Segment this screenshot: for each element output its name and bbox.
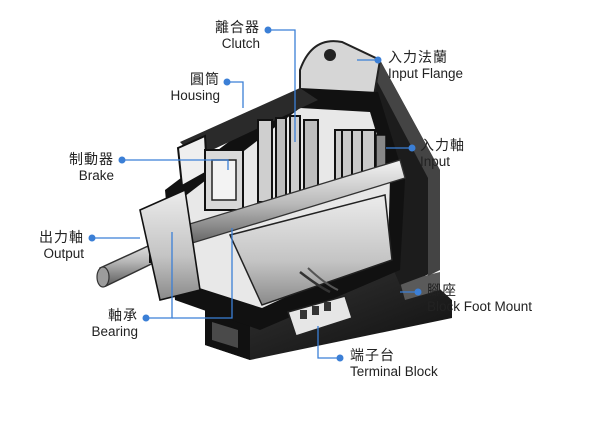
leader-housing (227, 81, 244, 108)
label-input-flange-zh: 入力法蘭 (388, 50, 448, 66)
leader-dot-terminal-block (336, 354, 344, 362)
label-output-zh: 出力軸 (39, 230, 84, 246)
leader-dot-bearing (142, 314, 150, 322)
label-terminal-block-en: Terminal Block (350, 364, 438, 380)
label-brake-en: Brake (78, 168, 114, 184)
callout-input: 入力軸 Input (420, 138, 465, 170)
callout-block-foot-mount: 腳座 Block Foot Mount (427, 283, 532, 315)
leader-clutch (268, 29, 296, 142)
label-terminal-block-zh: 端子台 (350, 348, 395, 364)
leader-dot-brake (118, 156, 126, 164)
label-input-en: Input (420, 154, 451, 170)
label-brake-zh: 制動器 (69, 152, 114, 168)
leader-dot-block-foot-mount (414, 288, 422, 296)
label-clutch-zh: 離合器 (215, 20, 260, 36)
lower-cylinder (228, 194, 393, 306)
leader-terminal-block (317, 326, 340, 359)
label-housing-zh: 圓筒 (190, 72, 220, 88)
terminal-block-part (287, 295, 353, 337)
callout-bearing: 軸承 Bearing (74, 308, 138, 340)
leader-dot-clutch (264, 26, 272, 34)
callout-input-flange: 入力法蘭 Input Flange (388, 50, 463, 82)
callout-housing: 圓筒 Housing (146, 72, 220, 104)
leader-dot-input-flange (374, 56, 382, 64)
label-bearing-zh: 軸承 (108, 308, 138, 324)
leader-dot-output (88, 234, 96, 242)
label-block-foot-mount-zh: 腳座 (427, 283, 457, 299)
label-clutch-en: Clutch (221, 36, 260, 52)
label-input-flange-en: Input Flange (388, 66, 464, 82)
label-input-zh: 入力軸 (420, 138, 465, 154)
callout-brake: 制動器 Brake (50, 152, 114, 184)
front-end-cap (139, 188, 201, 301)
leader-dot-input (408, 144, 416, 152)
machine-illustration (96, 40, 452, 360)
callout-output: 出力軸 Output (20, 230, 84, 262)
callout-clutch: 離合器 Clutch (196, 20, 260, 52)
leader-dot-housing (223, 78, 231, 86)
leader-brake (122, 159, 229, 170)
label-block-foot-mount-en: Block Foot Mount (427, 299, 533, 315)
brake-disc (204, 149, 244, 211)
label-housing-en: Housing (170, 88, 220, 104)
callout-terminal-block: 端子台 Terminal Block (350, 348, 438, 380)
leader-lines (88, 26, 422, 362)
label-bearing-en: Bearing (91, 324, 138, 340)
label-output-en: Output (43, 246, 84, 262)
